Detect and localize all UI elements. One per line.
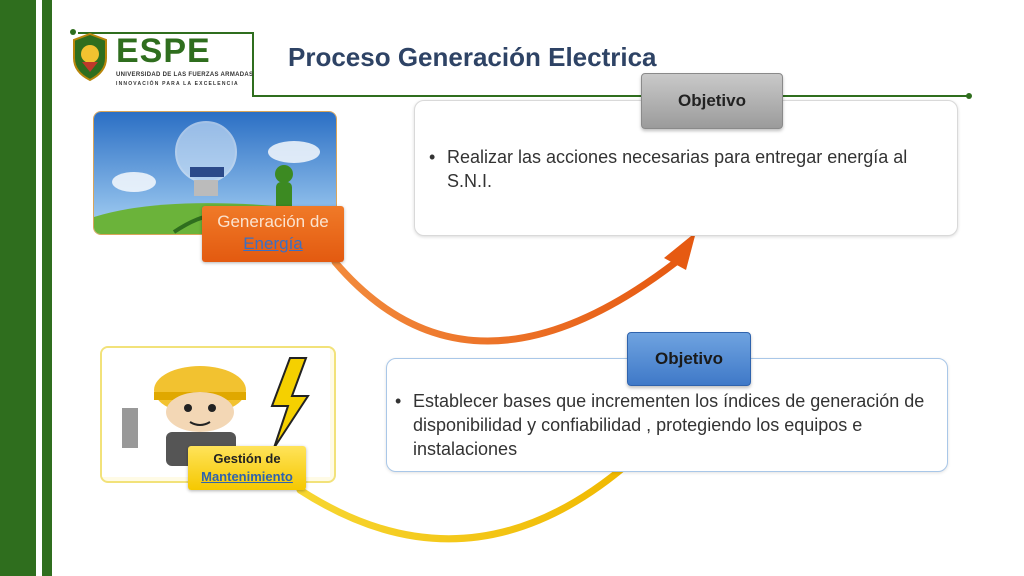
espe-logo: ESPE UNIVERSIDAD DE LAS FUERZAS ARMADAS …: [70, 30, 254, 90]
objective-text: Establecer bases que incrementen los índ…: [413, 391, 925, 459]
orange-arrowhead: [664, 232, 696, 270]
header-dot-right: [966, 93, 972, 99]
header-top-line: [78, 32, 254, 34]
objective-tab-generation: Objetivo: [641, 73, 783, 129]
header-bottom-line: [252, 95, 968, 97]
objective-tab-maintenance: Objetivo: [627, 332, 751, 386]
label-generacion-energia: Generación de Energía: [202, 206, 344, 262]
label-gestion-mantenimiento: Gestión de Mantenimiento: [188, 446, 306, 490]
orange-arc: [331, 258, 680, 345]
link-mantenimiento[interactable]: Mantenimiento: [201, 469, 293, 484]
shield-logo-icon: [73, 32, 107, 82]
logo-subtitle: UNIVERSIDAD DE LAS FUERZAS ARMADAS: [116, 72, 254, 78]
link-energia[interactable]: Energía: [243, 234, 303, 253]
side-stripe-light: [42, 0, 52, 576]
label-line1: Gestión de: [213, 451, 281, 466]
logo-tagline: INNOVACIÓN PARA LA EXCELENCIA: [116, 81, 239, 87]
objective-bullet: • Realizar las acciones necesarias para …: [429, 145, 941, 193]
side-stripe-dark: [0, 0, 36, 576]
header-vertical-line: [252, 32, 254, 96]
label-line1: Generación de: [217, 212, 329, 231]
objective-text: Realizar las acciones necesarias para en…: [447, 147, 908, 191]
page-title: Proceso Generación Electrica: [288, 42, 657, 72]
yellow-arc: [296, 458, 634, 543]
logo-wordmark: ESPE: [116, 32, 211, 70]
header-dot-left: [70, 29, 76, 35]
side-stripe-gap: [36, 0, 42, 576]
objective-bullet: • Establecer bases que incrementen los í…: [395, 389, 943, 461]
